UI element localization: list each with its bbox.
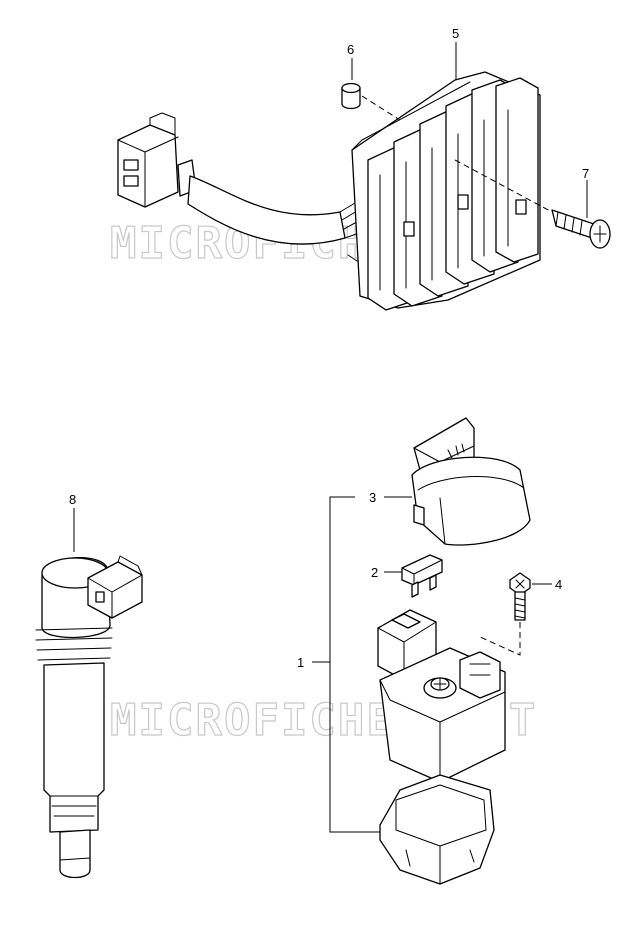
fuse xyxy=(401,554,443,598)
callout-2: 2 xyxy=(371,565,378,580)
relay-cover xyxy=(411,417,531,546)
leader-6-dashed xyxy=(361,95,401,121)
relay-boot xyxy=(379,774,495,885)
callout-1: 1 xyxy=(297,655,304,670)
ignition-coil xyxy=(35,555,143,879)
regulator-rectifier xyxy=(117,71,541,311)
callout-4: 4 xyxy=(555,577,562,592)
starter-relay xyxy=(377,609,506,783)
bolt-4 xyxy=(509,572,531,621)
collar xyxy=(341,82,361,110)
screw-7 xyxy=(551,209,611,249)
callout-7: 7 xyxy=(582,166,589,181)
leader-4-dashed xyxy=(477,622,521,656)
leader-7-dashed xyxy=(454,159,553,213)
callout-8: 8 xyxy=(69,492,76,507)
regulator-connector xyxy=(117,112,197,208)
callout-5: 5 xyxy=(452,26,459,41)
callout-6: 6 xyxy=(347,42,354,57)
bracket-1 xyxy=(329,496,380,833)
callout-3: 3 xyxy=(369,490,376,505)
